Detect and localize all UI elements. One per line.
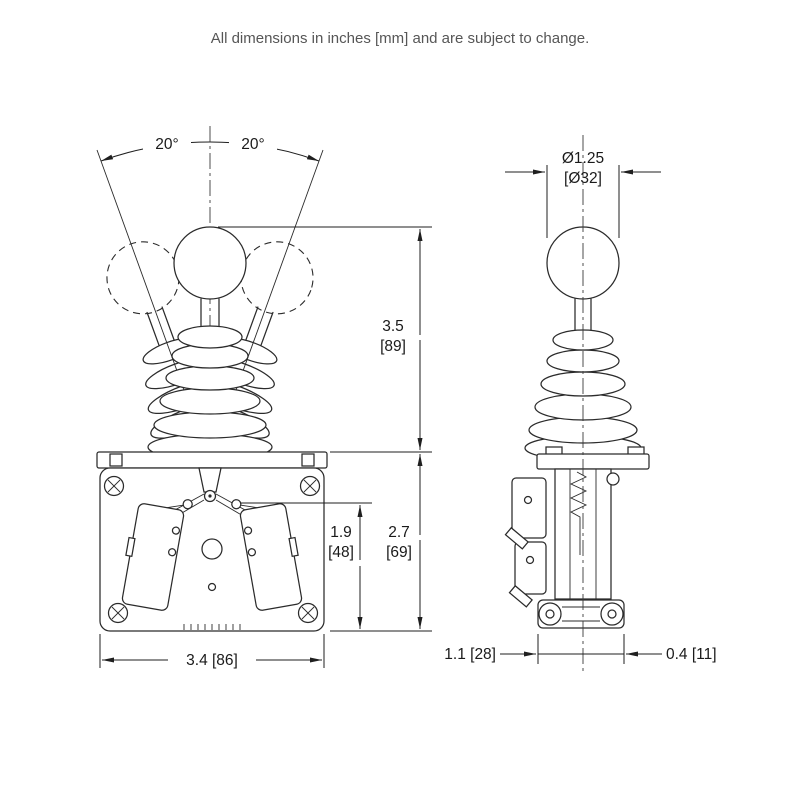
- height-body-in: 2.7: [388, 524, 410, 541]
- height-inner-in: 1.9: [330, 524, 352, 541]
- housing-side: [504, 446, 650, 629]
- height-total-mm: [89]: [380, 338, 406, 355]
- bottom-bracket: [537, 599, 625, 629]
- joystick-upright: [147, 226, 273, 461]
- height-body-mm: [69]: [386, 544, 412, 561]
- microswitch-stack-side: [504, 477, 547, 608]
- housing: [96, 451, 328, 632]
- dimensions-note: All dimensions in inches [mm] and are su…: [211, 30, 590, 47]
- angle-left-label: 20°: [155, 136, 178, 153]
- side-view: Ø1.25 [Ø32] 1.1 [28] 0.4 [11]: [444, 135, 717, 672]
- height-inner-mm: [48]: [328, 544, 354, 561]
- microswitch-left: [121, 499, 193, 611]
- bottom-serration: [183, 624, 241, 630]
- dimension-width: 3.4 [86]: [99, 634, 325, 670]
- angle-dimension-right: 20°: [229, 132, 277, 154]
- return-spring: [569, 471, 588, 555]
- ball-knob: [173, 226, 247, 300]
- dimension-offsets: 1.1 [28] 0.4 [11]: [444, 634, 717, 664]
- angle-dimension-left: 20°: [143, 132, 191, 154]
- width-label: 3.4 [86]: [186, 652, 238, 669]
- dimension-height-total: 3.5 [89]: [218, 226, 432, 453]
- height-total-in: 3.5: [382, 318, 404, 335]
- center-bushing: [201, 538, 223, 560]
- knob-dia-mm: [Ø32]: [564, 170, 602, 187]
- dimension-height-inner: 1.9 [48]: [240, 502, 372, 629]
- front-view: 20° 20°: [96, 126, 432, 670]
- offset-right-label: 0.4 [11]: [666, 646, 717, 663]
- offset-left-label: 1.1 [28]: [444, 646, 496, 663]
- dimension-height-body: 2.7 [69]: [330, 454, 432, 632]
- microswitch-right: [231, 499, 303, 611]
- cam-roller: [606, 472, 620, 486]
- dimension-knob-diameter: Ø1.25 [Ø32]: [505, 150, 661, 238]
- mounting-screws: [103, 475, 321, 624]
- angle-right-label: 20°: [241, 136, 264, 153]
- knob-dia-in: Ø1.25: [562, 150, 604, 167]
